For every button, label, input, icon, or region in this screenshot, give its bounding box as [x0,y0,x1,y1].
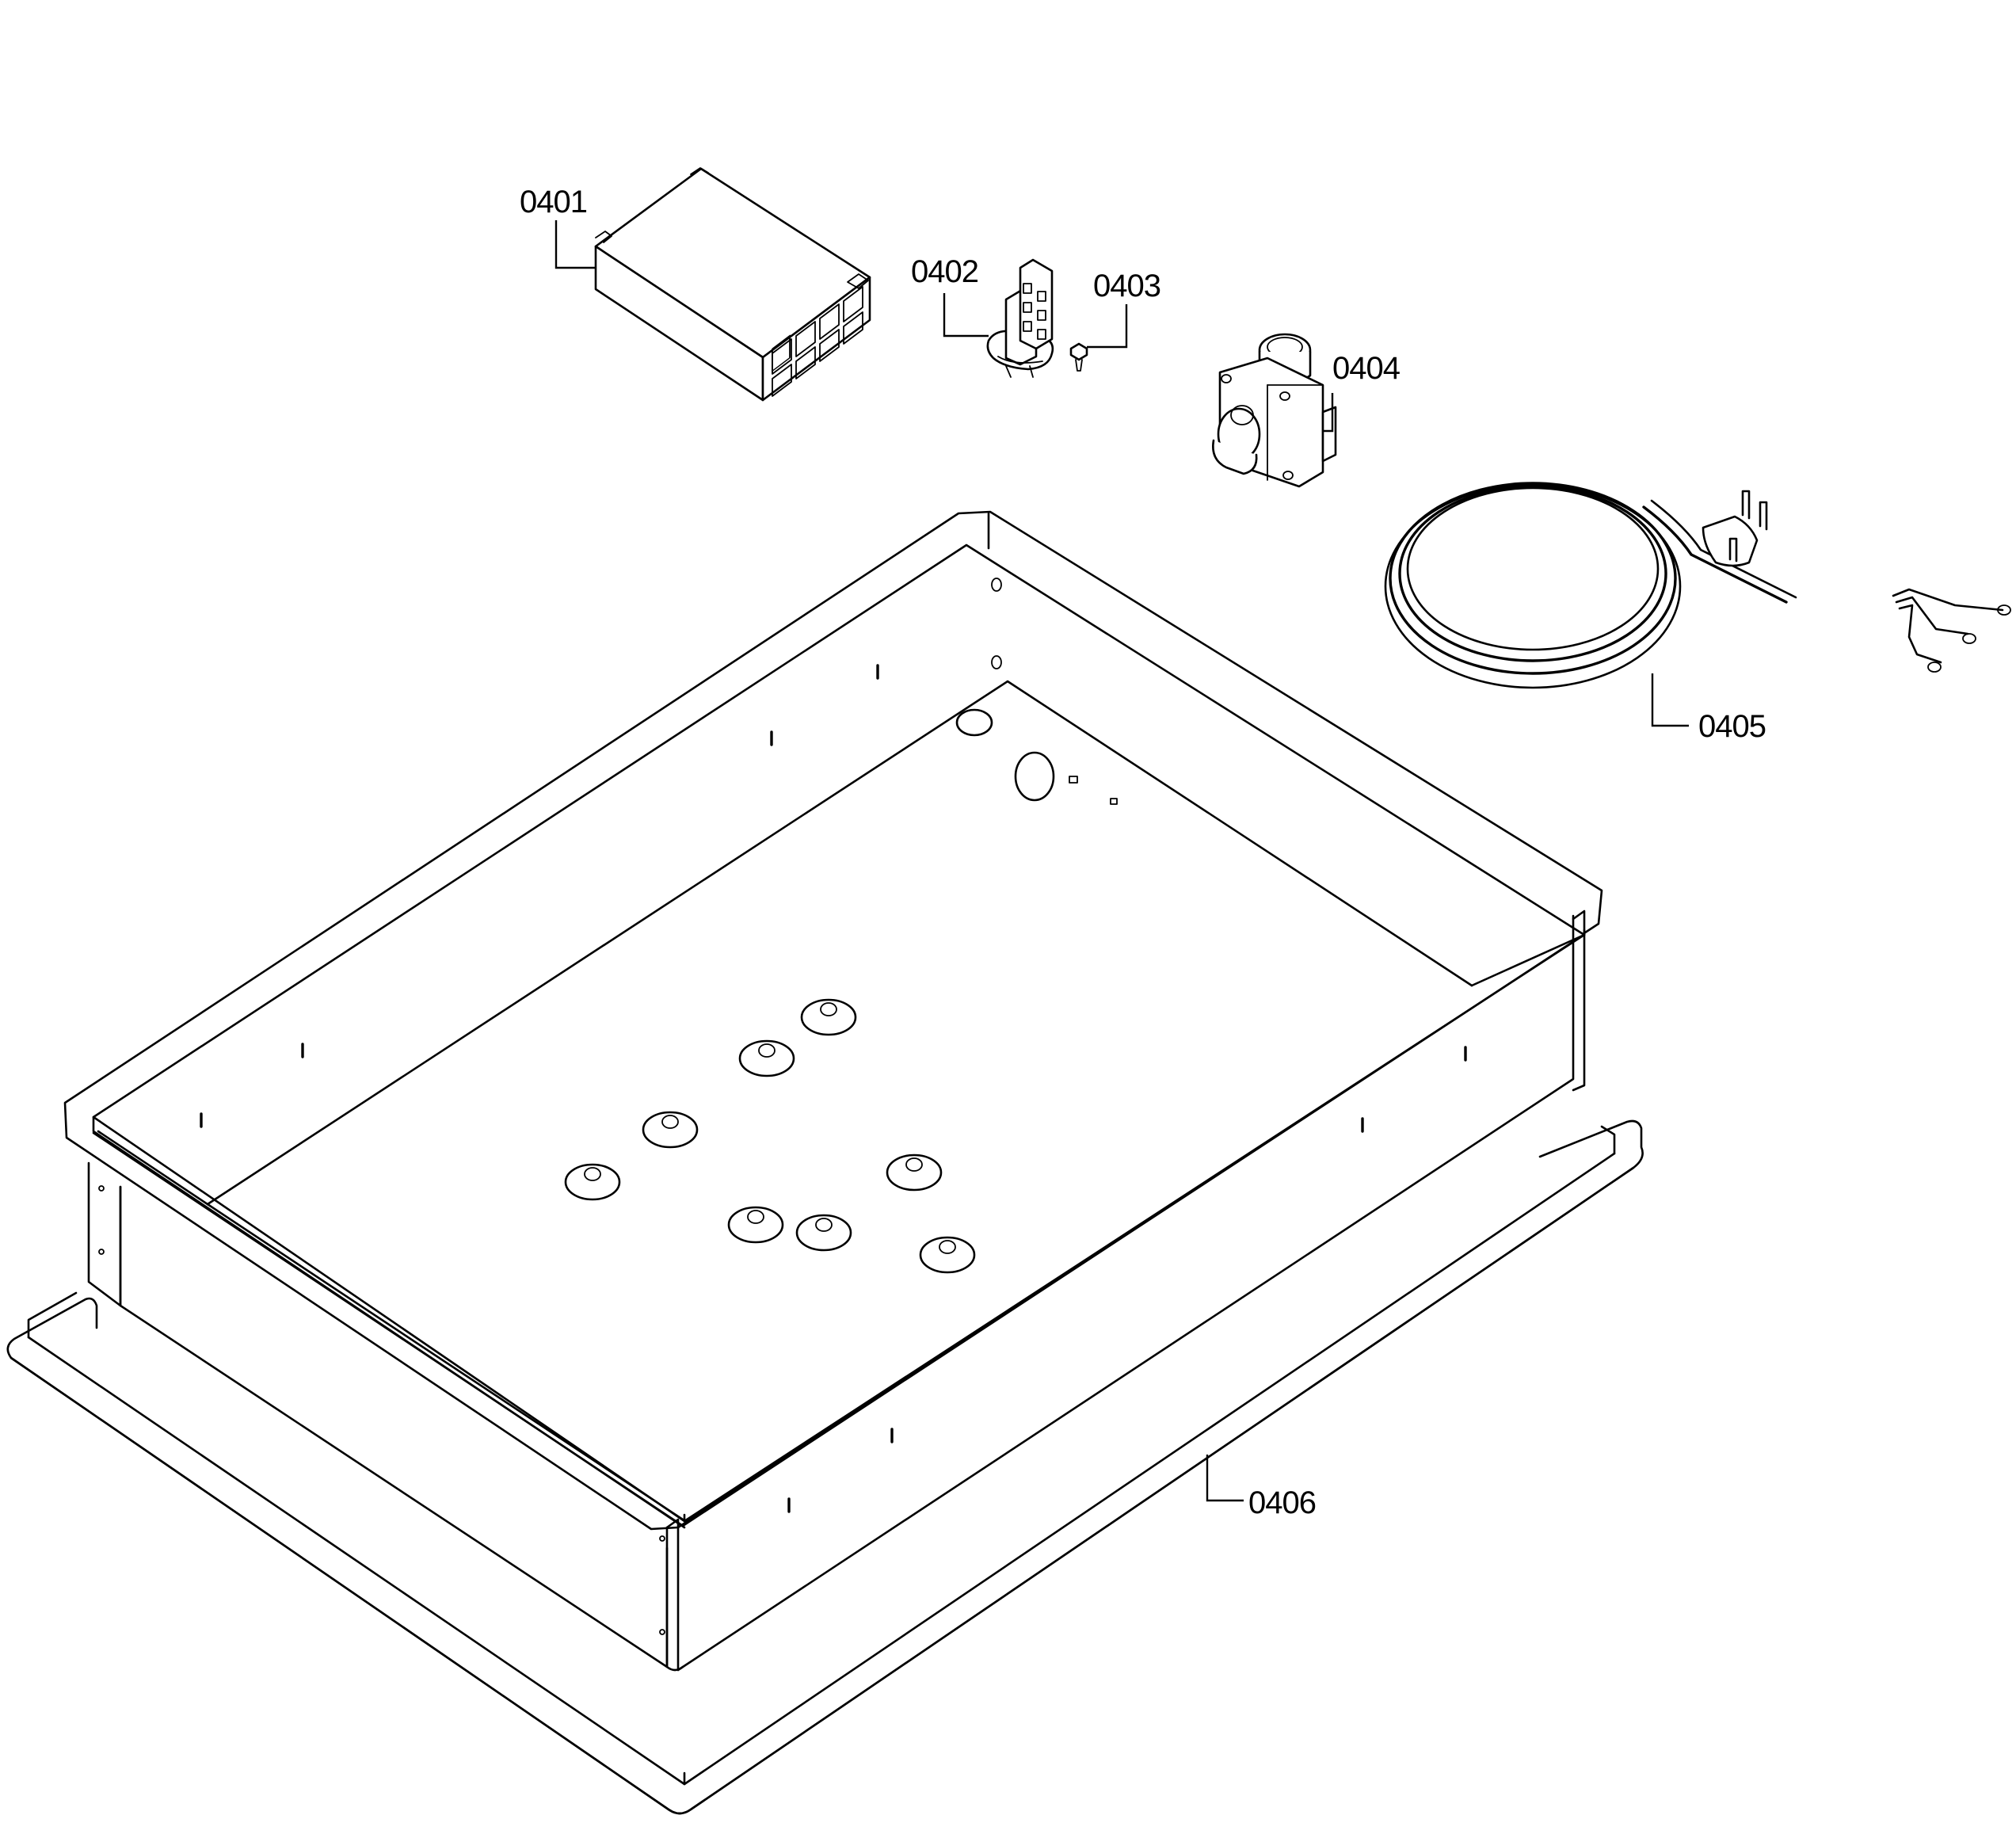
part-0405-power-cord [1384,482,2011,689]
burner-mount-4 [564,1163,621,1201]
leader-lines [554,220,1689,1502]
burner-mount-1 [800,998,857,1036]
part-0402-terminal-strip [986,258,1054,378]
label-0404: 0404 [1332,351,1401,386]
burner-mount-5 [886,1154,943,1192]
part-0403-screw [1069,342,1088,372]
part-0406-base-pan [6,510,1644,1815]
label-0402: 0402 [911,254,978,289]
burner-mount-3 [642,1111,699,1149]
leader-0402 [943,293,989,337]
burner-mount-8 [919,1236,976,1274]
part-0401-terminal-box [594,167,871,402]
leader-0405 [1651,673,1689,727]
label-0401: 0401 [520,185,587,219]
burner-mount-6 [727,1206,784,1244]
leader-0404 [1323,393,1334,433]
leader-0403 [1087,304,1128,349]
burner-mount-2 [738,1039,795,1077]
leader-0401 [554,220,596,269]
part-0404-pressure-regulator [1212,333,1337,488]
leader-0406 [1206,1455,1244,1502]
label-0406: 0406 [1248,1485,1316,1520]
label-0403: 0403 [1093,269,1160,303]
label-0405: 0405 [1698,709,1766,744]
burner-mount-7 [795,1214,852,1252]
